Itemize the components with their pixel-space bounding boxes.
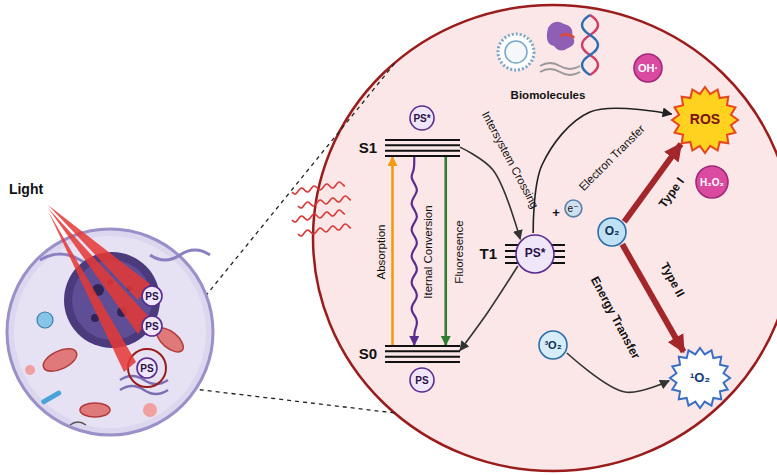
- energy-level: S1: [385, 139, 460, 157]
- transition-label: Electron Transfer: [577, 123, 648, 194]
- transition-label: Fluoresence: [453, 220, 466, 283]
- annotation-label: Biomolecules: [511, 89, 586, 102]
- species-label: O₂: [605, 225, 620, 238]
- molecule-circle: OH·: [633, 53, 663, 83]
- molecule-circle: PS: [136, 357, 158, 379]
- transition-arrow: [391, 157, 394, 345]
- species-label: ³O₂: [544, 339, 561, 351]
- biomolecule-icons: [498, 15, 598, 75]
- photon-wave: [292, 182, 345, 194]
- species-label: H₂O₂: [700, 177, 724, 188]
- molecule-circle: H₂O₂: [695, 165, 729, 199]
- transition-label: Intersystem Crossing: [479, 109, 541, 210]
- molecule-circle: PS: [409, 367, 435, 393]
- level-outline: [385, 139, 460, 157]
- molecule-circle: PS*: [515, 234, 555, 274]
- species-label: e⁻: [568, 203, 579, 214]
- transition-arrow: [567, 353, 669, 392]
- transition-label: Type I: [657, 175, 688, 210]
- photon-wave: [298, 196, 351, 208]
- annotation-label: +: [552, 206, 560, 220]
- molecule-circle: PS: [141, 285, 163, 307]
- level-label: T1: [479, 246, 497, 263]
- molecule-circle: e⁻: [564, 199, 583, 218]
- level-label: S0: [359, 346, 377, 363]
- species-label: PS*: [525, 247, 546, 260]
- species-label: OH·: [638, 62, 658, 74]
- species-label: PS: [415, 375, 428, 386]
- photon-wave: [298, 224, 351, 236]
- species-label: PS*: [413, 113, 430, 124]
- molecule-circle: O₂: [597, 217, 627, 247]
- species-burst: ¹O₂: [670, 348, 730, 408]
- zoom-circle: [313, 5, 777, 471]
- species-burst: ROS: [672, 87, 738, 153]
- transition-arrow: [460, 266, 518, 350]
- level-label: S1: [359, 140, 377, 157]
- species-label: PS: [140, 363, 153, 374]
- annotation-label: Energy Transfer: [588, 275, 643, 362]
- species-label: ¹O₂: [690, 371, 710, 385]
- molecule-circle: PS*: [409, 105, 435, 131]
- photon-waves: [292, 182, 351, 236]
- molecule-circle: ³O₂: [538, 330, 568, 360]
- transition-label: Type II: [657, 261, 686, 300]
- species-label: PS: [145, 321, 158, 332]
- transition-arrow: [412, 157, 417, 345]
- molecule-circle: PS: [141, 315, 163, 337]
- energy-level: S0: [385, 345, 460, 363]
- transition-arrow: [533, 108, 671, 233]
- species-label: PS: [145, 291, 158, 302]
- level-outline: [385, 345, 460, 363]
- transition-arrow: [444, 157, 447, 345]
- transition-label: Absorption: [375, 225, 388, 280]
- photon-wave: [292, 210, 345, 222]
- annotation-label: Light: [9, 182, 43, 197]
- light-ray: [48, 205, 150, 372]
- species-label: ROS: [690, 112, 720, 127]
- transition-label: Iternal Conversion: [422, 205, 435, 298]
